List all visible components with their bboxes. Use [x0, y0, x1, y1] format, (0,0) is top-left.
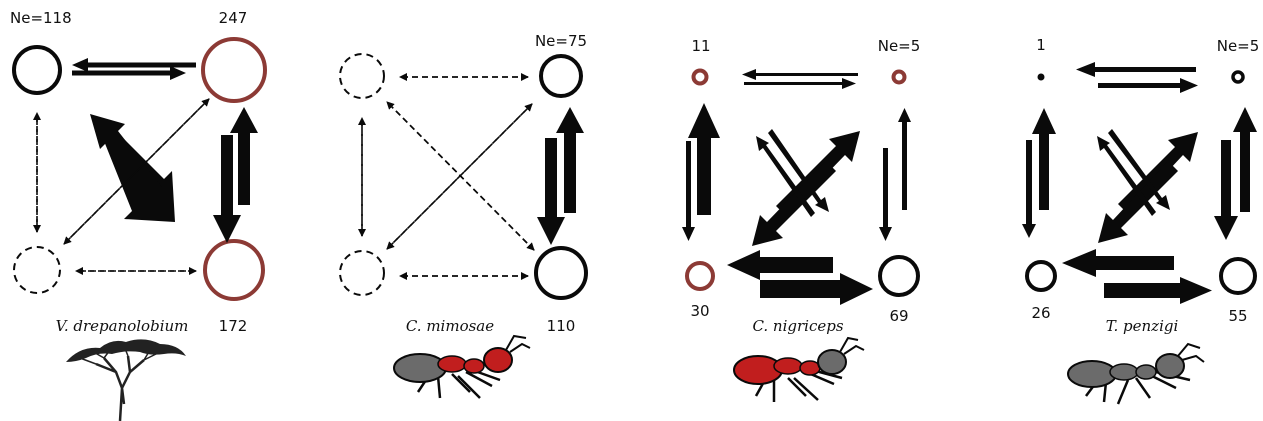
label-top-right: Ne=75: [535, 32, 587, 50]
ant-illustration: [1067, 342, 1205, 405]
arrow-left: [1076, 62, 1196, 77]
node-top-right: [1231, 70, 1245, 84]
panel-t-penzigi: 1 Ne=5 26 55 T. penzigi: [1022, 36, 1260, 405]
node-top-left: [1037, 73, 1045, 81]
ant-illustration: [393, 334, 531, 399]
node-bottom-right: [534, 246, 588, 300]
panel-c-mimosae: Ne=75 110 C. mimosae: [339, 32, 588, 399]
label-top-left: 1: [1036, 36, 1046, 54]
arrow-up: [1032, 108, 1056, 210]
label-top-left: Ne=118: [10, 9, 72, 27]
node-bottom-left: [685, 261, 715, 291]
label-top-right: 247: [219, 9, 248, 27]
species-name: T. penzigi: [1106, 317, 1179, 335]
arrow-diag-thin-up-left: [756, 136, 815, 217]
arrow-down: [1022, 140, 1036, 238]
node-bottom-left: [13, 246, 61, 294]
arrow-up: [230, 107, 258, 205]
node-bottom-right: [1219, 257, 1257, 295]
arrow-right: [744, 78, 856, 89]
acacia-tree-illustration: [66, 339, 186, 421]
arrow-right-thick: [760, 273, 873, 305]
arrow-diag-thin-up-left: [1097, 136, 1156, 216]
species-name: V. drepanolobium: [56, 317, 189, 335]
arrow-left: [742, 69, 858, 80]
node-top-left: [12, 45, 62, 95]
arrow-diag-thin-down-right: [1108, 129, 1170, 210]
arrow-left: [72, 58, 196, 72]
arrow-down: [1214, 140, 1238, 240]
label-bottom-right: 110: [547, 317, 576, 335]
node-bottom-left: [339, 250, 385, 296]
node-top-right: [891, 69, 907, 85]
panel-v-drepanolobium: Ne=118 247 172 V. drepanolobium: [10, 9, 267, 421]
node-bottom-right: [203, 239, 265, 301]
arrow-left-thick: [727, 250, 833, 280]
dashed-arrow-diagonal-down: [63, 98, 210, 245]
arrow-right: [1098, 78, 1198, 93]
label-bottom-right: 55: [1228, 307, 1247, 325]
label-bottom-right: 172: [219, 317, 248, 335]
arrow-diag-thin-down-right: [768, 129, 829, 212]
arrow-up: [898, 108, 911, 210]
arrow-diagonal-up: [90, 114, 162, 192]
node-top-left: [339, 53, 385, 99]
node-bottom-right: [878, 255, 920, 297]
label-bottom-left: 26: [1031, 304, 1050, 322]
label-top-left: 11: [691, 37, 710, 55]
arrow-diag-thick-down-left: [1098, 161, 1178, 243]
panel-c-nigriceps: 11 Ne=5 30 69 C. nigriceps: [682, 37, 920, 402]
ant-illustration: [733, 336, 865, 402]
arrow-diag-thick-down-left: [752, 161, 836, 246]
dashed-arrow-diag-tr-bl: [386, 103, 533, 250]
arrow-down: [537, 138, 565, 245]
arrow-up: [1233, 107, 1257, 212]
arrow-right: [72, 66, 186, 80]
node-top-right: [539, 54, 583, 98]
species-name: C. nigriceps: [752, 317, 843, 335]
arrow-down: [879, 148, 892, 241]
arrow-left-thick: [1062, 249, 1174, 277]
node-bottom-left: [1025, 260, 1057, 292]
arrow-down: [682, 141, 695, 241]
species-name: C. mimosae: [406, 317, 494, 335]
arrow-down: [213, 135, 241, 243]
arrow-up: [556, 107, 584, 213]
arrow-right-thick: [1104, 277, 1212, 304]
label-top-right: Ne=5: [1217, 37, 1260, 55]
label-bottom-left: 30: [690, 302, 709, 320]
node-top-left: [691, 68, 709, 86]
label-top-right: Ne=5: [878, 37, 921, 55]
label-bottom-right: 69: [889, 307, 908, 325]
arrow-up: [688, 103, 720, 215]
node-top-right: [201, 37, 267, 103]
